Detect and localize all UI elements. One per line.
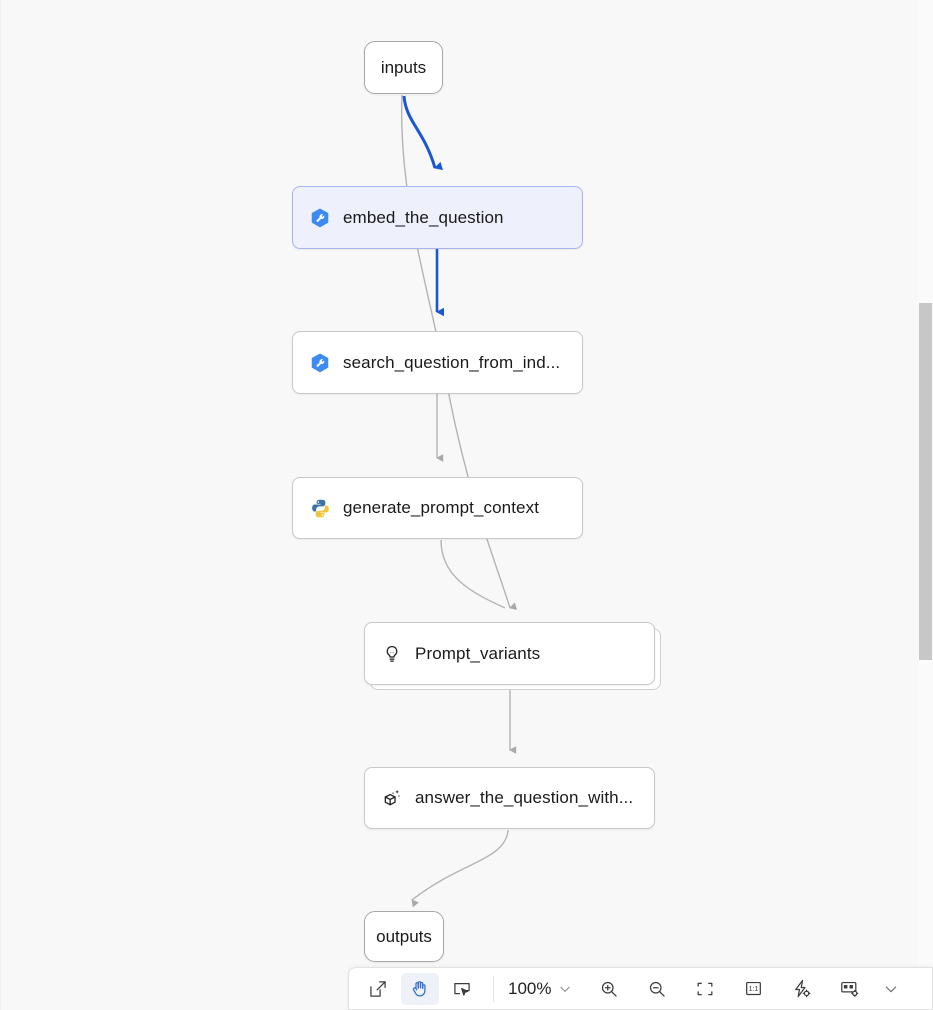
fit-to-screen-button[interactable] — [686, 973, 724, 1005]
lightbulb-icon — [381, 643, 403, 665]
zoom-in-button[interactable] — [590, 973, 628, 1005]
zoom-out-button[interactable] — [638, 973, 676, 1005]
zoom-level-dropdown[interactable]: 100% — [504, 979, 576, 999]
node-inputs-label: inputs — [380, 57, 427, 77]
svg-text:1:1: 1:1 — [749, 986, 759, 993]
toolbar-divider — [493, 975, 494, 1002]
edge-generate-to-prompt-variants — [440, 539, 506, 609]
zoom-level-value: 100% — [508, 978, 552, 998]
tool-hexagon-icon — [309, 207, 331, 229]
node-label: search_question_from_ind... — [343, 352, 561, 372]
node-label: generate_prompt_context — [343, 498, 540, 517]
edge-inputs-to-embed — [402, 95, 443, 171]
node-label: answer_the_question_with... — [415, 788, 634, 807]
node-outputs-label: outputs — [376, 926, 432, 946]
node-outputs[interactable]: outputs — [364, 911, 444, 962]
node-label: Prompt_variants — [415, 643, 541, 663]
node-prompt-variants[interactable]: Prompt_variants — [364, 622, 655, 685]
llm-sparkle-cube-icon — [381, 787, 403, 809]
canvas-toolbar[interactable]: 100% 1:1 — [348, 967, 933, 1010]
vertical-scrollbar-thumb[interactable] — [919, 303, 932, 660]
chevron-down-icon — [560, 986, 571, 992]
python-icon — [309, 497, 331, 519]
node-answer-the-question-with-context[interactable]: answer_the_question_with... — [364, 767, 655, 829]
actual-size-button[interactable]: 1:1 — [734, 973, 772, 1005]
node-embed-the-question[interactable]: embed_the_question — [292, 186, 583, 249]
auto-layout-button[interactable] — [782, 973, 820, 1005]
tool-hexagon-icon — [309, 352, 331, 374]
minimap-settings-button[interactable] — [830, 973, 868, 1005]
edge-answer-to-outputs — [411, 829, 509, 908]
more-options-button[interactable] — [872, 973, 910, 1005]
vertical-scrollbar-track[interactable] — [918, 0, 933, 1010]
node-label: embed_the_question — [343, 207, 504, 227]
pan-hand-button[interactable] — [401, 972, 439, 1005]
node-generate-prompt-context[interactable]: generate_prompt_context — [292, 477, 583, 539]
node-inputs[interactable]: inputs — [364, 41, 443, 94]
select-box-button[interactable] — [443, 973, 481, 1005]
node-search-question-from-index[interactable]: search_question_from_ind... — [292, 331, 583, 394]
chevron-down-icon — [886, 985, 897, 992]
fit-expand-button[interactable] — [359, 973, 397, 1005]
